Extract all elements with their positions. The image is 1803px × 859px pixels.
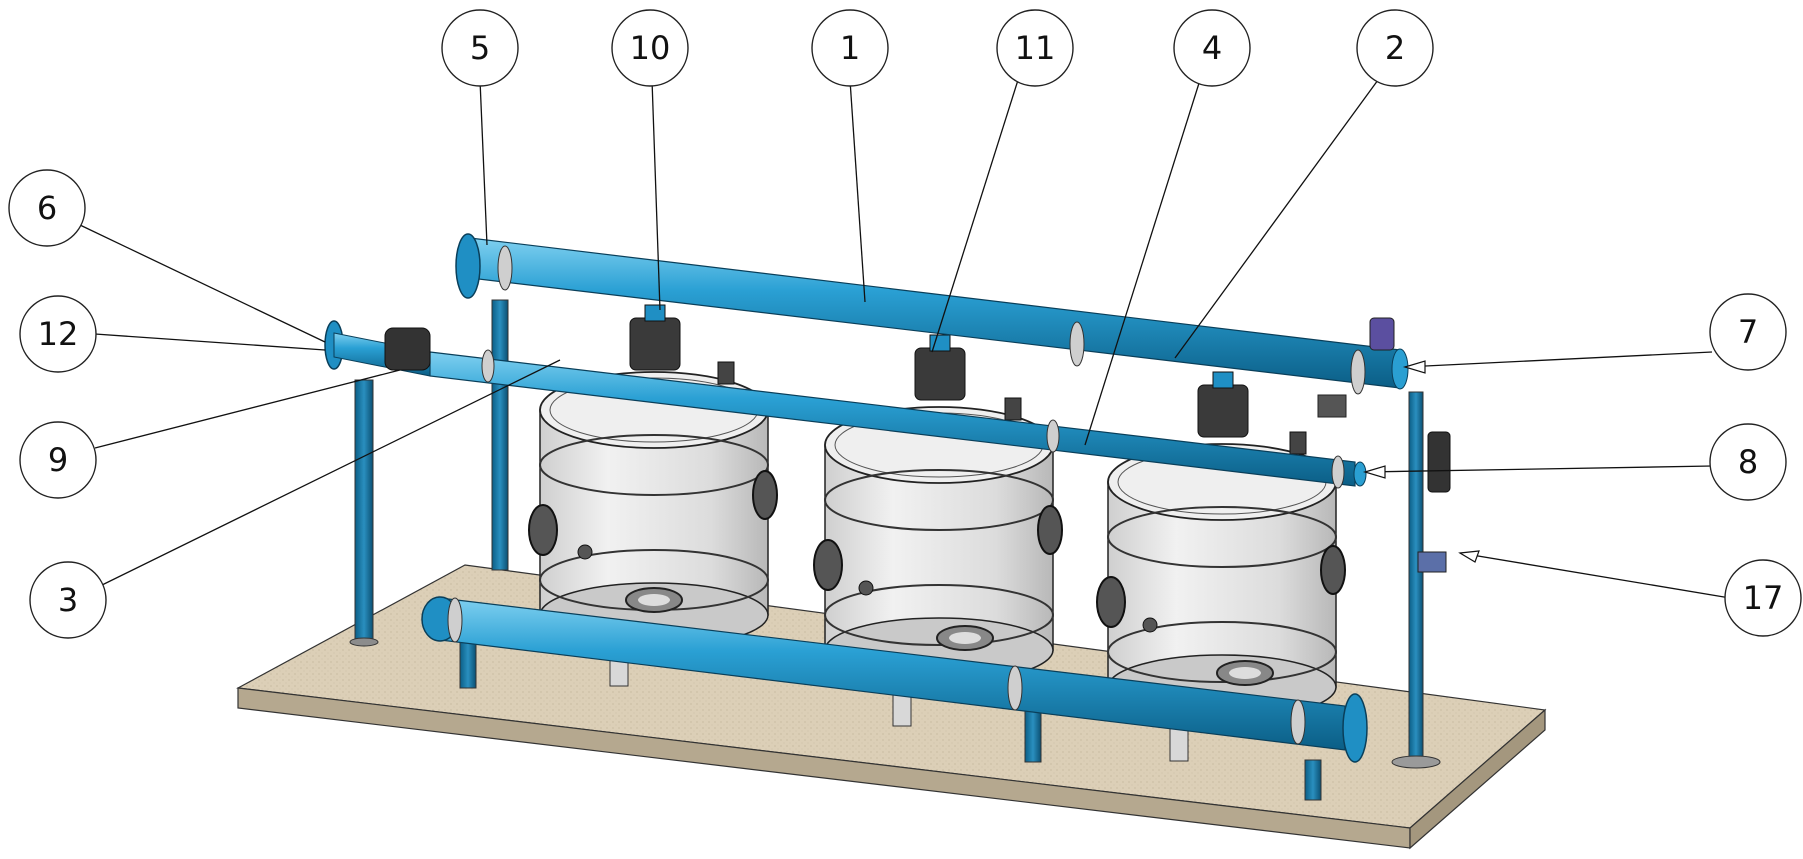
middle-pipe xyxy=(324,320,1367,489)
callout-3: 3 xyxy=(29,561,107,639)
callout-2: 2 xyxy=(1356,9,1434,87)
svg-text:1: 1 xyxy=(840,29,860,67)
callout-4: 4 xyxy=(1173,9,1251,87)
callout-1: 1 xyxy=(811,9,889,87)
callout-7: 7 xyxy=(1709,293,1787,371)
svg-text:4: 4 xyxy=(1202,29,1222,67)
callout-9: 9 xyxy=(19,421,97,499)
callout-12: 12 xyxy=(19,295,97,373)
callout-6: 6 xyxy=(8,169,86,247)
svg-text:3: 3 xyxy=(58,581,78,619)
svg-text:10: 10 xyxy=(630,29,671,67)
upper-manifold-pipe xyxy=(455,233,1409,418)
svg-text:7: 7 xyxy=(1738,313,1758,351)
callout-17: 17 xyxy=(1724,559,1802,637)
callout-5: 5 xyxy=(441,9,519,87)
right-instruments xyxy=(1417,431,1451,573)
leader-lines xyxy=(79,79,1731,599)
svg-text:11: 11 xyxy=(1015,29,1056,67)
svg-text:17: 17 xyxy=(1743,579,1784,617)
backwash-valves xyxy=(629,304,1307,455)
callout-8: 8 xyxy=(1709,423,1787,501)
svg-text:8: 8 xyxy=(1738,443,1758,481)
lower-manifold-pipe xyxy=(421,596,1368,763)
svg-text:9: 9 xyxy=(48,441,68,479)
callout-11: 11 xyxy=(996,9,1074,87)
svg-text:5: 5 xyxy=(470,29,490,67)
svg-text:12: 12 xyxy=(38,315,79,353)
svg-text:2: 2 xyxy=(1385,29,1405,67)
callout-10: 10 xyxy=(611,9,689,87)
svg-text:6: 6 xyxy=(37,189,57,227)
